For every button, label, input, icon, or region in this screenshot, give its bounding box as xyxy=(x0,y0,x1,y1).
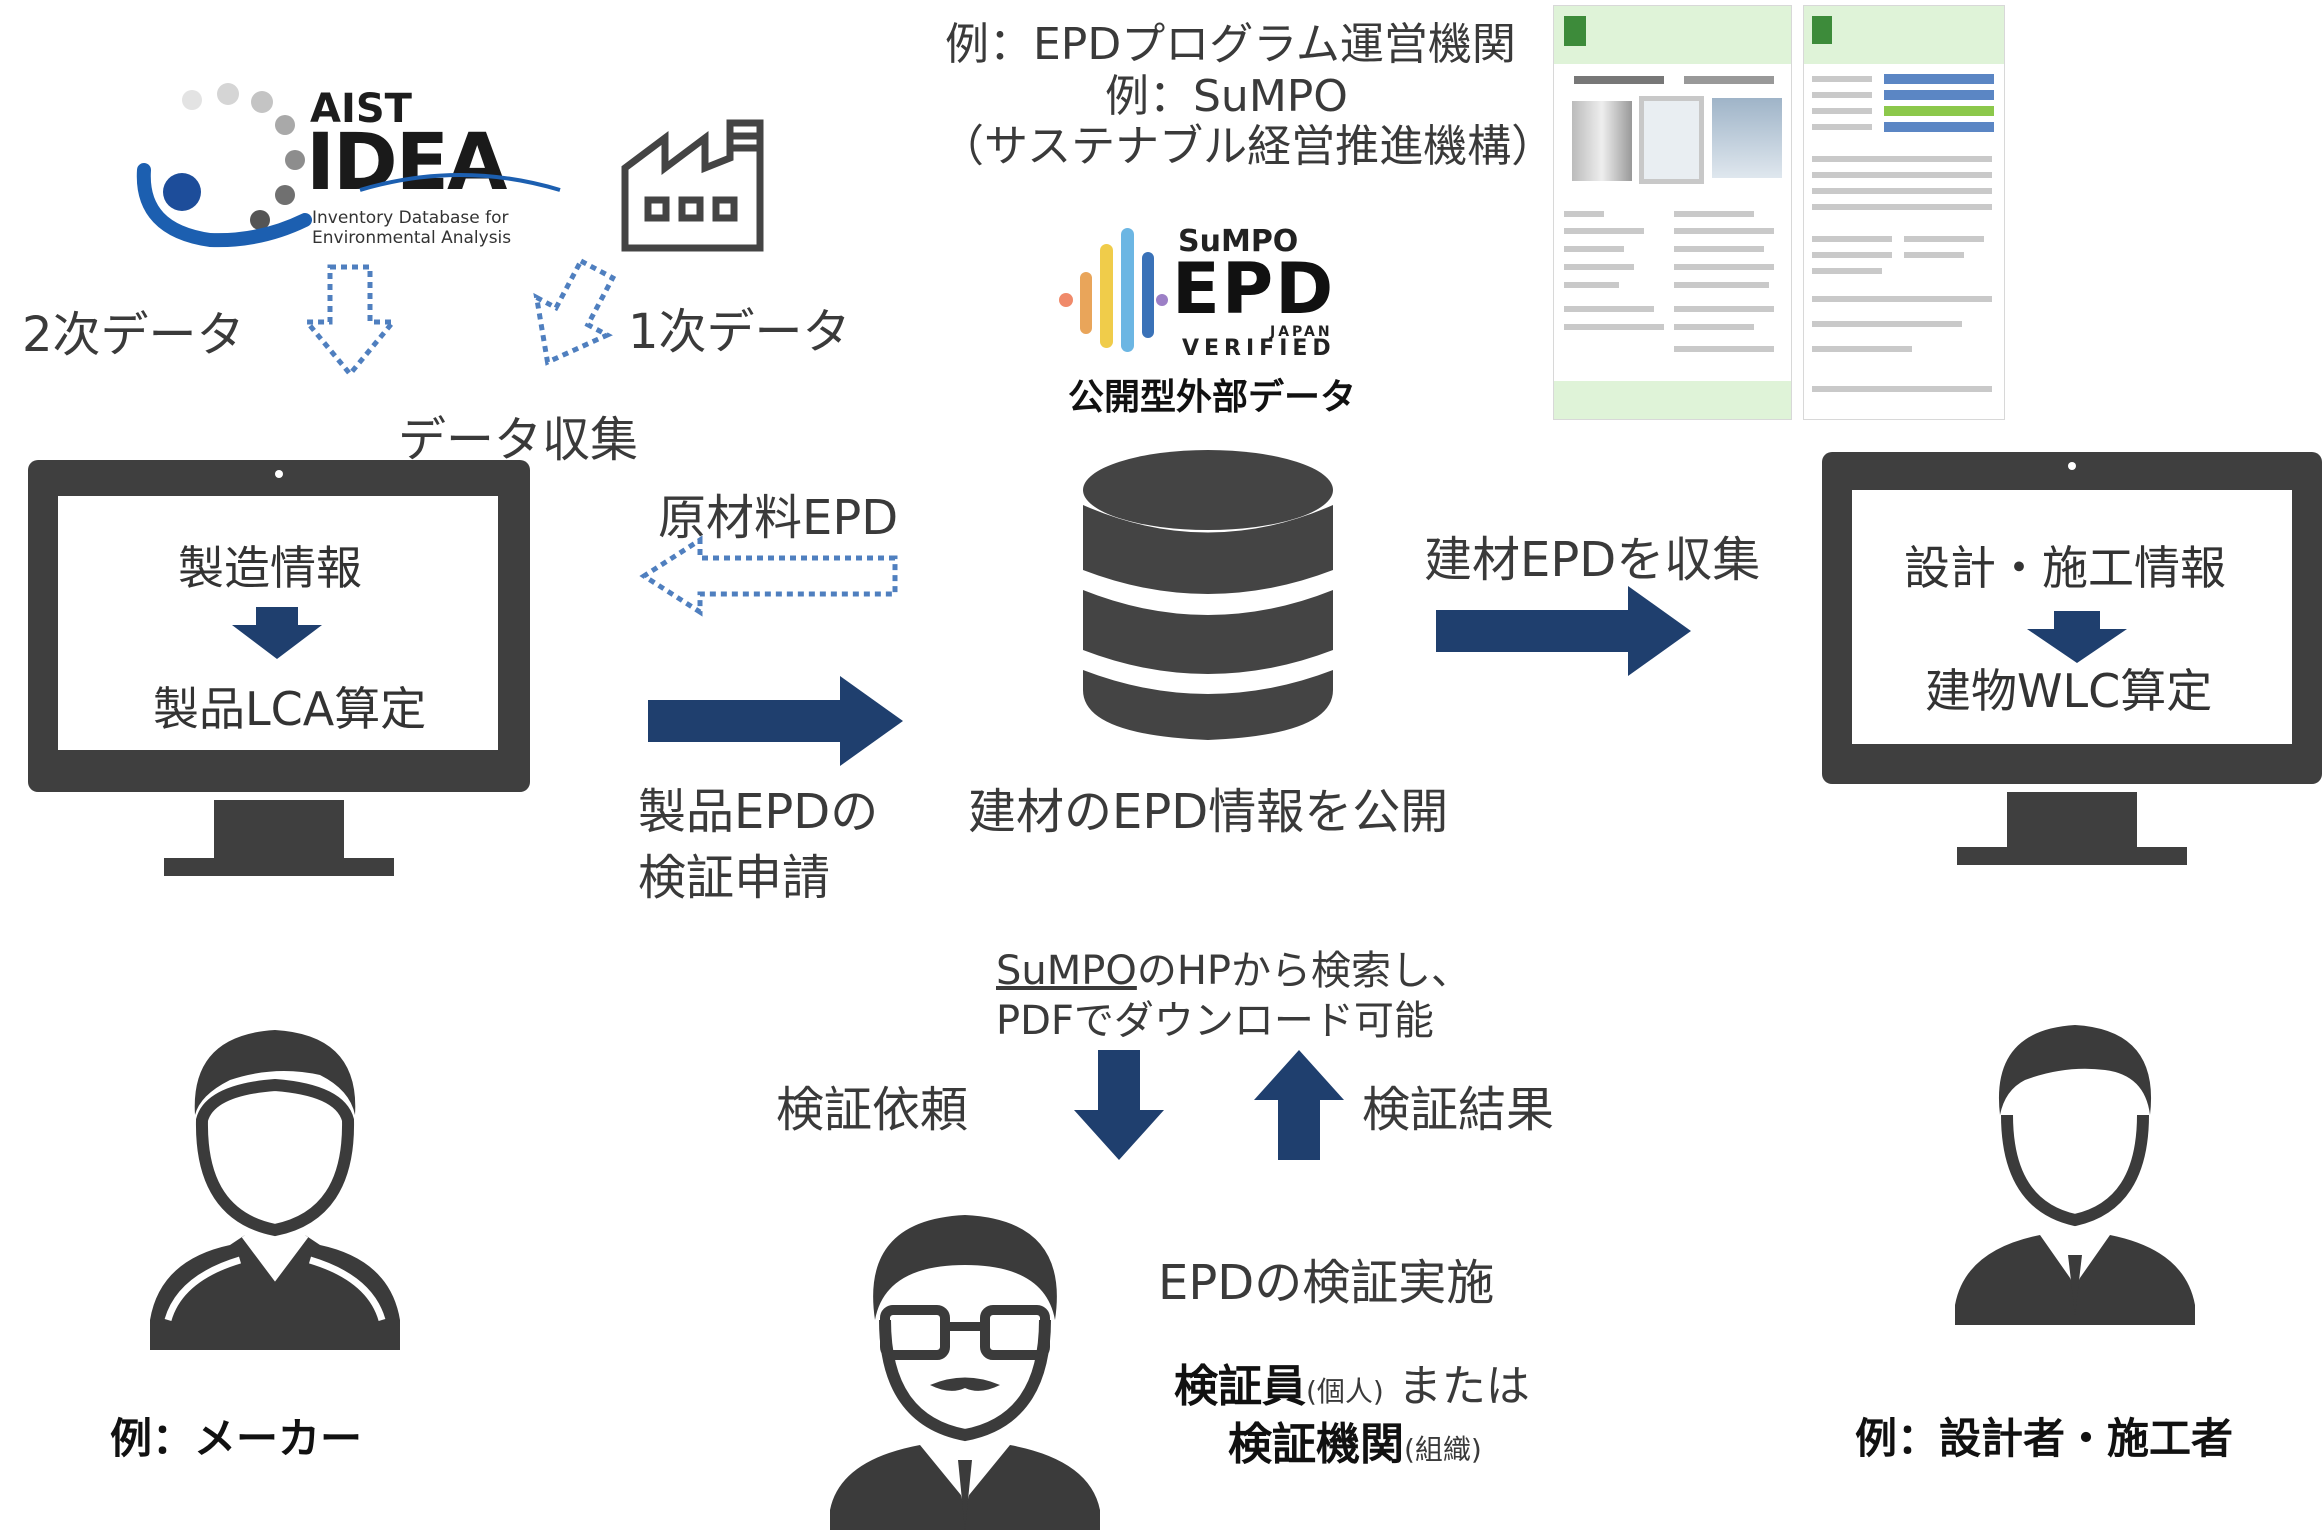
product-epd-arrow-icon xyxy=(648,676,903,766)
verification-result-label: 検証結果 xyxy=(1362,1082,1555,1138)
epd-document-thumbnail-2[interactable] xyxy=(1803,5,2005,420)
idea-swoosh-icon xyxy=(359,173,561,192)
epd-verification-label: EPDの検証実施 xyxy=(1158,1255,1495,1311)
primary-data-arrow-icon xyxy=(533,257,617,366)
collect-building-epd-arrow-icon xyxy=(1436,586,1691,676)
verification-result-arrow-icon xyxy=(1254,1050,1344,1160)
manufacturing-info-text: 製造情報 xyxy=(178,541,362,595)
verifier-line: 検証員(個人) または xyxy=(1174,1350,1530,1414)
search-line2: PDFでダウンロード可能 xyxy=(996,998,1434,1044)
data-collection-label: データ収集 xyxy=(398,412,639,468)
aist-text: AIST xyxy=(310,86,412,132)
epd-document-thumbnail-1[interactable] xyxy=(1553,5,1792,420)
sumpo-japan-text: JAPAN xyxy=(1270,324,1333,340)
publish-epd-label: 建材のEPD情報を公開 xyxy=(968,784,1449,840)
monitor-neck xyxy=(2007,792,2137,847)
search-line1: SuMPOのHPから検索し、 xyxy=(996,938,1471,996)
factory-icon xyxy=(621,119,764,252)
aist-idea-logo: AIST IDEA Inventory Database for Environ… xyxy=(130,80,561,255)
verifier-or: または xyxy=(1383,1361,1530,1412)
program-example-line3: （サステナブル経営推進機構） xyxy=(940,121,1556,172)
product-epd-line2: 検証申請 xyxy=(638,850,831,906)
product-epd-line1: 製品EPDの xyxy=(638,784,879,840)
secondary-data-label: 2次データ xyxy=(22,307,245,363)
database-caption: 公開型外部データ xyxy=(1068,377,1357,418)
design-construction-info-text: 設計・施工情報 xyxy=(1904,541,2226,595)
sumpo-epd-logo: SuMPO EPD JAPAN VERIFIED xyxy=(1058,222,1348,361)
designer-label: 例：設計者・施工者 xyxy=(1855,1414,2234,1463)
verification-request-label: 検証依頼 xyxy=(776,1082,969,1138)
aist-dots-icon xyxy=(136,83,312,248)
collect-building-epd-label: 建材EPDを収集 xyxy=(1424,532,1761,588)
program-example-line2: 例：SuMPO xyxy=(1105,71,1348,122)
verifier-small: (個人) xyxy=(1306,1375,1384,1408)
designer-person-icon xyxy=(1955,1025,2195,1325)
verifier-bold: 検証員 xyxy=(1174,1361,1306,1412)
monitor-base xyxy=(164,858,394,876)
raw-material-epd-arrow-icon xyxy=(639,535,898,617)
program-example-line1: 例：EPDプログラム運営機関 xyxy=(945,19,1516,70)
aist-subtitle-1: Inventory Database for xyxy=(312,208,509,228)
raw-material-epd-label: 原材料EPD xyxy=(658,490,899,546)
left-monitor-down-arrow-icon xyxy=(232,607,322,659)
verifier-person-icon xyxy=(830,1215,1100,1530)
monitor-camera xyxy=(2068,462,2076,470)
monitor-neck xyxy=(214,800,344,858)
sumpo-website-link[interactable]: SuMPO xyxy=(996,948,1137,994)
manufacturer-label: 例：メーカー xyxy=(110,1414,363,1463)
aist-subtitle-2: Environmental Analysis xyxy=(312,228,512,248)
verification-request-arrow-icon xyxy=(1074,1050,1164,1160)
monitor-base xyxy=(1957,847,2187,865)
building-wlc-text: 建物WLC算定 xyxy=(1925,664,2213,718)
sumpo-brand-text: SuMPO xyxy=(1178,224,1299,259)
secondary-data-arrow-icon xyxy=(301,264,399,378)
verifier-org-bold: 検証機関 xyxy=(1228,1419,1404,1470)
sumpo-epd-text: EPD xyxy=(1172,248,1336,330)
search-line1-rest: のHPから検索し、 xyxy=(1136,948,1472,994)
sumpo-verified-text: VERIFIED xyxy=(1182,336,1336,361)
sumpo-bars-icon xyxy=(1059,228,1168,352)
primary-data-label: 1次データ xyxy=(628,304,851,360)
product-lca-text: 製品LCA算定 xyxy=(153,682,427,736)
database-icon xyxy=(1083,450,1333,740)
verifier-org-small: (組織) xyxy=(1404,1433,1482,1466)
idea-text: IDEA xyxy=(306,118,507,208)
manufacturer-person-icon xyxy=(150,1030,400,1350)
monitor-camera xyxy=(275,470,283,478)
right-monitor-down-arrow-icon xyxy=(2027,611,2127,663)
verifier-org-line: 検証機関(組織) xyxy=(1228,1408,1482,1472)
